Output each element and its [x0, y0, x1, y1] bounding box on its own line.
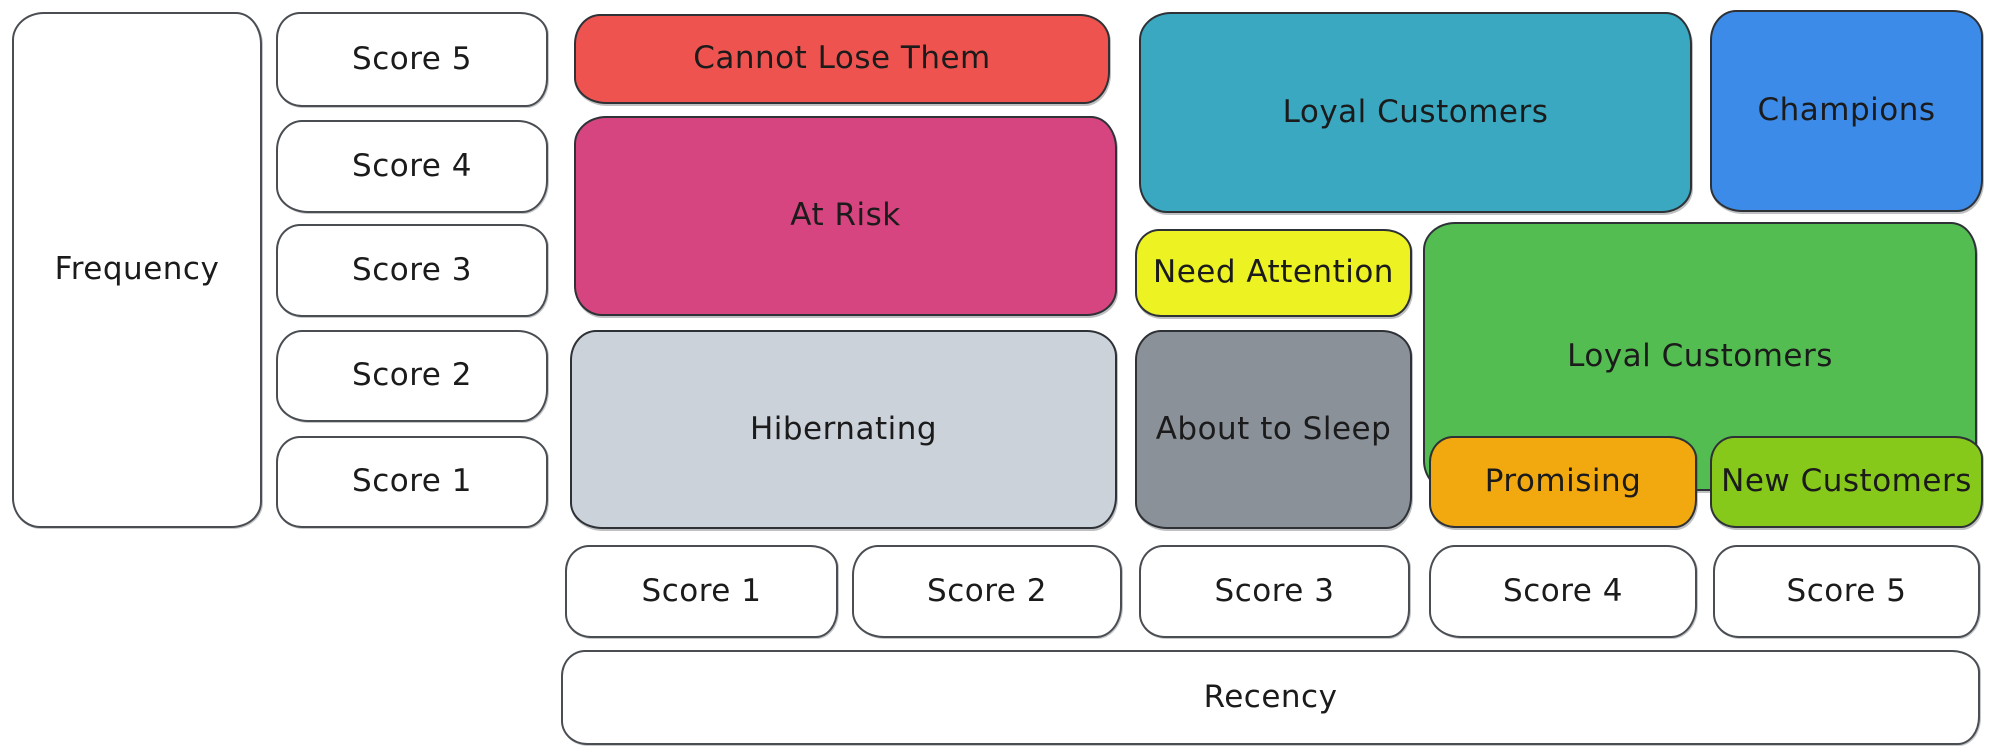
- recency-score-5: Score 5: [1713, 545, 1980, 638]
- recency-axis-label-box: Recency: [561, 650, 1980, 745]
- segment-hibernating: Hibernating: [570, 330, 1117, 529]
- segment-loyal-customers-top: Loyal Customers: [1139, 12, 1692, 213]
- segment-champions: Champions: [1710, 10, 1983, 212]
- recency-axis-label: Recency: [1203, 678, 1338, 715]
- frequency-score-label: Score 3: [352, 251, 472, 288]
- segment-label: At Risk: [790, 197, 901, 234]
- segment-label: Promising: [1484, 463, 1642, 500]
- segment-new-customers: New Customers: [1710, 436, 1983, 528]
- segment-promising: Promising: [1429, 436, 1697, 528]
- frequency-axis-label: Frequency: [54, 251, 220, 288]
- frequency-score-4: Score 4: [276, 120, 548, 213]
- segment-label: New Customers: [1721, 463, 1972, 500]
- recency-score-4: Score 4: [1429, 545, 1697, 638]
- frequency-score-label: Score 1: [352, 463, 472, 500]
- recency-score-2: Score 2: [852, 545, 1122, 638]
- segment-label: Champions: [1757, 92, 1936, 129]
- segment-need-attention: Need Attention: [1135, 229, 1412, 317]
- recency-score-label: Score 5: [1786, 572, 1907, 609]
- recency-score-label: Score 3: [1214, 572, 1335, 609]
- segment-cannot-lose-them: Cannot Lose Them: [574, 14, 1110, 104]
- recency-score-label: Score 4: [1503, 572, 1623, 609]
- frequency-score-3: Score 3: [276, 224, 548, 317]
- frequency-score-2: Score 2: [276, 330, 548, 422]
- segment-label: Need Attention: [1153, 254, 1394, 291]
- segment-label: Cannot Lose Them: [693, 40, 991, 77]
- frequency-score-1: Score 1: [276, 436, 548, 528]
- segment-label: Loyal Customers: [1567, 337, 1833, 374]
- recency-score-3: Score 3: [1139, 545, 1410, 638]
- frequency-score-label: Score 5: [352, 40, 472, 77]
- frequency-score-5: Score 5: [276, 12, 548, 107]
- recency-score-1: Score 1: [565, 545, 838, 638]
- segment-label: Hibernating: [749, 410, 938, 447]
- frequency-score-label: Score 4: [352, 147, 472, 184]
- frequency-axis-label-box: Frequency: [12, 12, 262, 528]
- recency-score-label: Score 1: [641, 572, 762, 609]
- frequency-score-label: Score 2: [352, 357, 472, 394]
- recency-score-label: Score 2: [927, 572, 1047, 609]
- segment-about-to-sleep: About to Sleep: [1135, 330, 1412, 529]
- segment-label: Loyal Customers: [1282, 93, 1549, 130]
- segment-label: About to Sleep: [1155, 410, 1392, 447]
- segment-at-risk: At Risk: [574, 116, 1117, 316]
